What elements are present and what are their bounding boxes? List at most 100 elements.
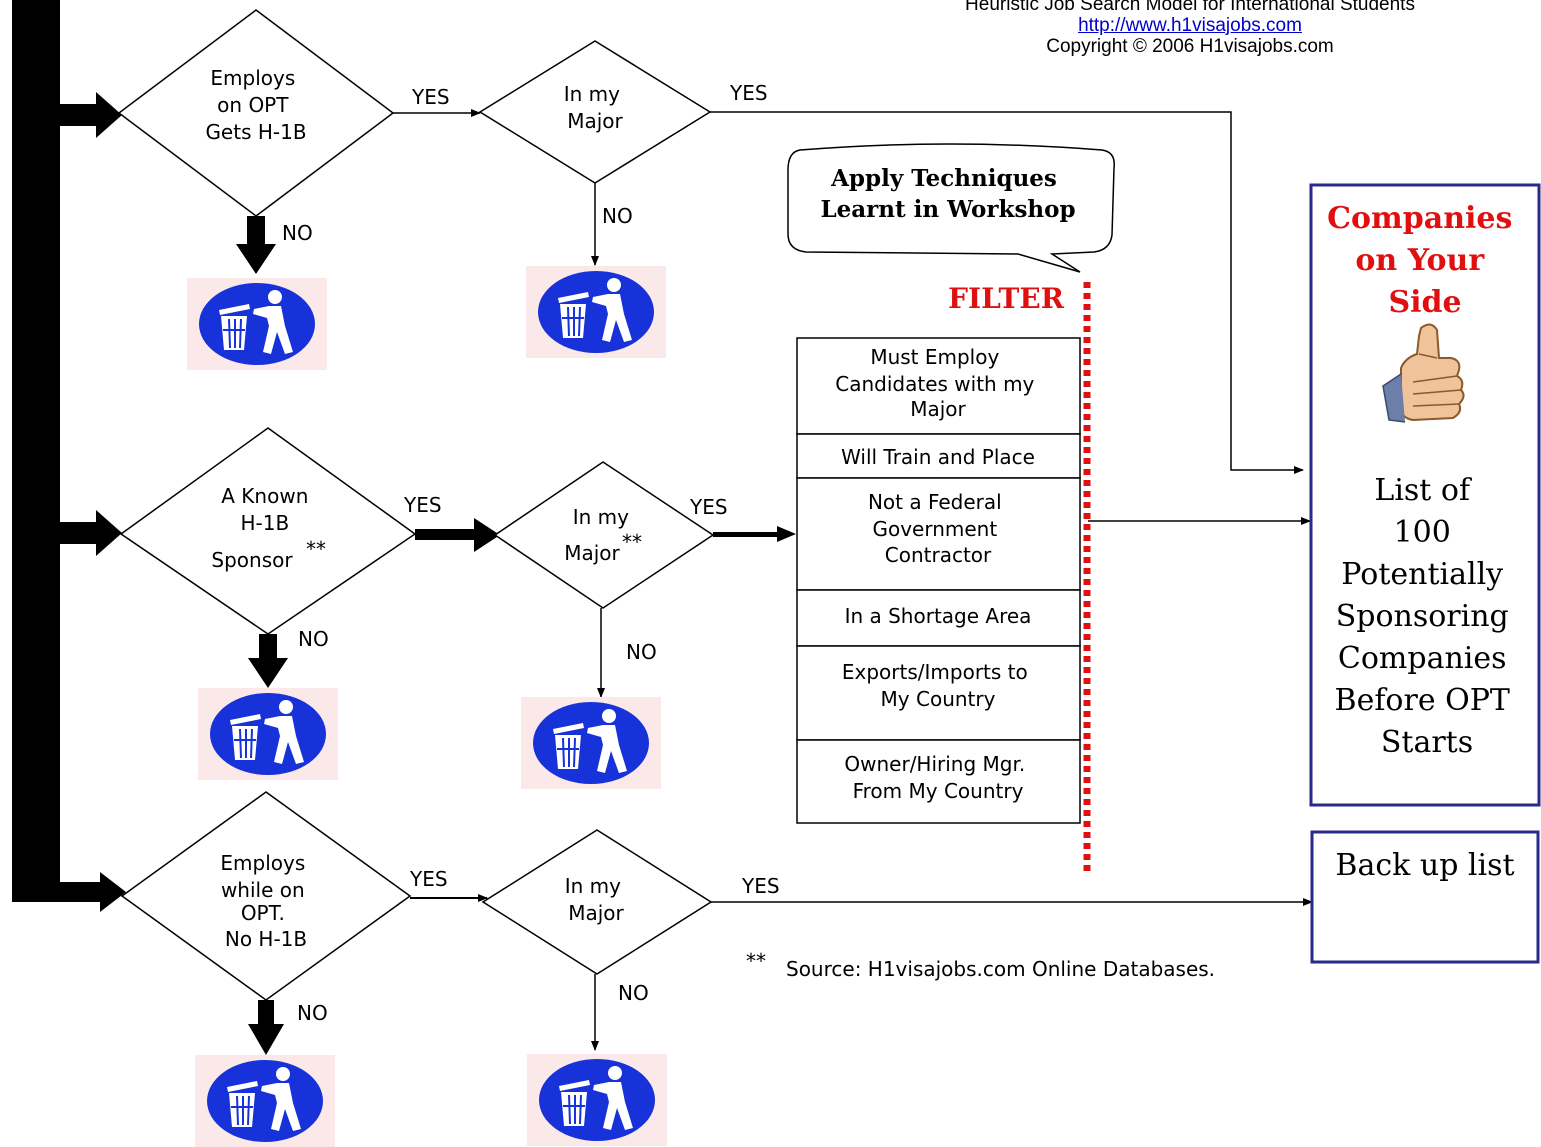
- svg-text:List of 100 Potentiall: List of 100 Potentially Sponsoring Compa…: [1335, 473, 1520, 760]
- filter-item-text: Will Train and Place: [841, 445, 1035, 469]
- trunk-arrow-row3: [60, 872, 126, 912]
- trash-bin-icon: [197, 687, 339, 781]
- filter-item-text: Candidates with my: [835, 372, 1034, 396]
- decision-label: Employs: [220, 851, 305, 875]
- companies-body: List of: [1374, 473, 1472, 508]
- filter-label: FILTER: [948, 282, 1065, 315]
- filter-box: Owner/Hiring Mgr. From My Country: [796, 739, 1081, 824]
- decision-label: OPT.: [241, 901, 285, 925]
- decision-label: A Known: [221, 484, 308, 508]
- svg-text:In my Major: In my Major: [565, 874, 628, 925]
- companies-body: Companies: [1338, 641, 1507, 676]
- header-url-link[interactable]: http://www.h1visajobs.com: [1078, 15, 1302, 36]
- no-label: NO: [298, 627, 329, 651]
- yes-arrow-to-filter: [713, 526, 796, 542]
- companies-body: Starts: [1381, 725, 1473, 760]
- svg-text:Apply Techniques Learnt in: Apply Techniques Learnt in Workshop: [820, 165, 1075, 223]
- decision-label: while on: [221, 878, 305, 902]
- svg-text:In my Major: In my Major: [564, 505, 635, 565]
- no-label: NO: [626, 640, 657, 664]
- main-trunk: [12, 0, 60, 902]
- trash-bin-icon: [186, 277, 328, 371]
- decision-label: Employs: [210, 66, 295, 90]
- companies-heading: Companies: [1327, 201, 1512, 236]
- decision-label: Gets H-1B: [205, 120, 306, 144]
- decision-label: In my: [564, 82, 620, 106]
- svg-text:Exports/Imports to My Co: Exports/Imports to My Country: [842, 660, 1034, 711]
- svg-text:Must Employ Candidates w: Must Employ Candidates with my Major: [835, 345, 1041, 421]
- decision-diamond-row3-b: [481, 829, 713, 975]
- trash-bin-icon: [194, 1054, 336, 1147]
- footnote-text: Source: H1visajobs.com Online Databases.: [786, 957, 1215, 981]
- header-title: Heuristic Job Search Model for Internati…: [965, 0, 1415, 15]
- svg-text:Not a Federal Government: Not a Federal Government Contractor: [868, 490, 1008, 567]
- companies-body: Sponsoring: [1336, 599, 1509, 634]
- trunk-arrow-row2: [60, 510, 122, 556]
- svg-text:Companies on Your Side: Companies on Your Side: [1327, 201, 1523, 320]
- yes-label: YES: [411, 85, 450, 109]
- source-marker: **: [306, 537, 326, 561]
- filter-item-text: Government: [872, 517, 997, 541]
- filter-item-text: Not a Federal: [868, 490, 1002, 514]
- decision-label: on OPT: [217, 93, 289, 117]
- filter-box: In a Shortage Area: [796, 589, 1081, 647]
- yes-label: YES: [741, 874, 780, 898]
- filter-box: Not a Federal Government Contractor: [796, 477, 1081, 591]
- yes-label: YES: [689, 495, 728, 519]
- yes-label: YES: [403, 493, 442, 517]
- filter-item-text: Major: [910, 397, 966, 421]
- filter-item-text: Contractor: [885, 543, 992, 567]
- decision-label: Sponsor: [211, 548, 293, 572]
- no-label: NO: [282, 221, 313, 245]
- companies-box: [1309, 183, 1541, 807]
- filter-box: Must Employ Candidates with my Major: [796, 337, 1081, 435]
- decision-label: In my: [573, 505, 629, 529]
- filter-box: Will Train and Place: [796, 433, 1081, 479]
- backup-box: [1310, 830, 1540, 964]
- no-arrow-thick: [236, 216, 276, 274]
- source-marker: **: [622, 530, 642, 554]
- no-label: NO: [297, 1001, 328, 1025]
- trunk-arrow-row1: [60, 92, 122, 138]
- filter-box: Exports/Imports to My Country: [796, 645, 1081, 741]
- no-arrow-thick: [248, 1000, 284, 1055]
- yes-arrow-to-companies: [710, 111, 1304, 474]
- decision-label: In my: [565, 874, 621, 898]
- filter-item-text: Exports/Imports to: [842, 660, 1028, 684]
- decision-diamond-row2-b: [493, 461, 715, 609]
- trash-bin-icon: [520, 696, 662, 790]
- svg-text:Employs while on OPT.: Employs while on OPT. No H-1B: [220, 851, 311, 951]
- filter-item-text: In a Shortage Area: [845, 604, 1032, 628]
- companies-body: Potentially: [1341, 557, 1503, 592]
- footnote-marker: **: [746, 949, 766, 973]
- filter-item-text: Owner/Hiring Mgr.: [844, 752, 1025, 776]
- svg-text:Owner/Hiring Mgr. From M: Owner/Hiring Mgr. From My Country: [844, 752, 1031, 803]
- svg-text:In my Major: In my Major: [564, 82, 627, 133]
- yes-label: YES: [409, 867, 448, 891]
- callout-text: Apply Techniques: [830, 165, 1057, 192]
- svg-text:Will Train and Place: Will Train and Place: [841, 445, 1035, 469]
- svg-text:A Known H-1B Sponsor: A Known H-1B Sponsor: [211, 484, 314, 572]
- yes-arrow-thick: [415, 518, 500, 552]
- decision-label: No H-1B: [225, 927, 307, 951]
- filter-item-text: My Country: [881, 687, 996, 711]
- decision-label: Major: [568, 901, 624, 925]
- no-arrow-thick: [248, 634, 288, 688]
- companies-heading: Side: [1388, 285, 1461, 320]
- callout-bubble: [787, 143, 1115, 273]
- thumbs-up-icon: [1382, 323, 1465, 423]
- decision-label: H-1B: [240, 511, 289, 535]
- callout-text: Learnt in Workshop: [820, 196, 1075, 223]
- trash-bin-icon: [525, 265, 667, 359]
- svg-text:Employs on OPT Gets H-: Employs on OPT Gets H-1B: [205, 66, 306, 144]
- companies-body: 100: [1394, 515, 1451, 550]
- trash-bin-icon: [526, 1053, 668, 1147]
- filter-item-text: Must Employ: [870, 345, 999, 369]
- no-label: NO: [602, 204, 633, 228]
- header-copyright: Copyright © 2006 H1visajobs.com: [1046, 36, 1334, 57]
- decision-label: Major: [567, 109, 623, 133]
- companies-heading: on Your: [1355, 243, 1485, 278]
- yes-label: YES: [729, 81, 768, 105]
- header: Heuristic Job Search Model for Internati…: [880, 0, 1500, 57]
- backup-label: Back up list: [1335, 848, 1514, 883]
